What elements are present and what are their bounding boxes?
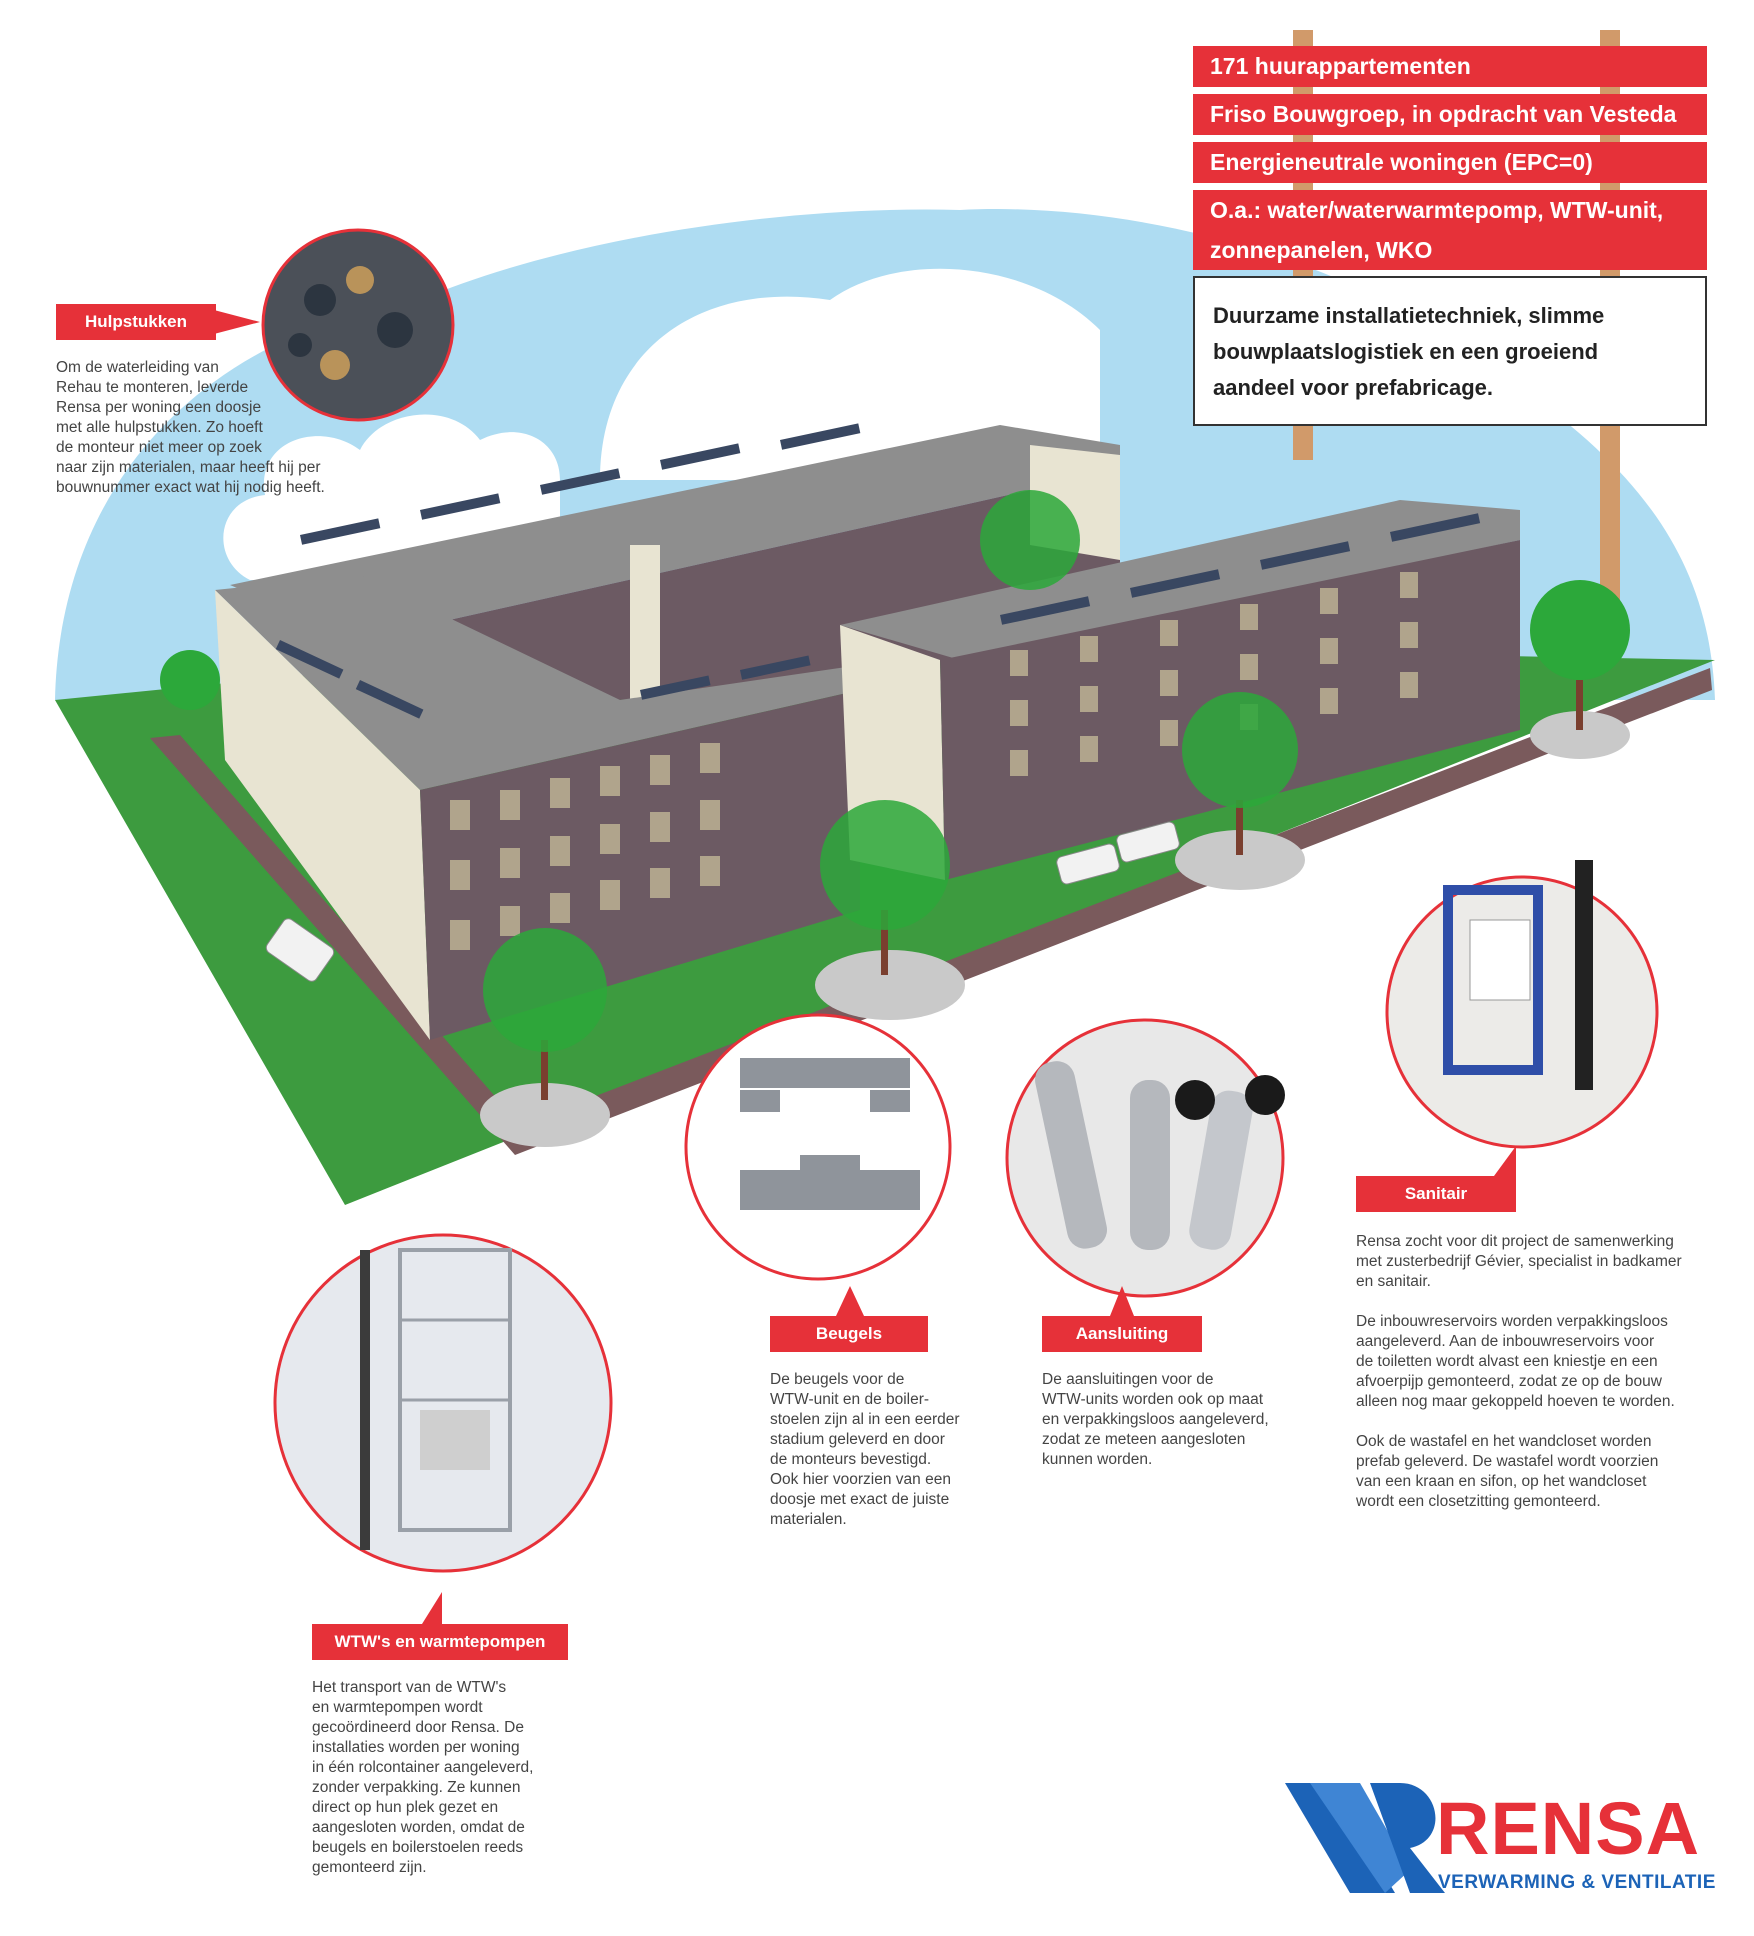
- label-beugels: Beugels: [770, 1286, 928, 1352]
- label-text: Hulpstukken: [84, 312, 188, 331]
- text-line: Rensa zocht voor dit project de samenwer…: [1356, 1233, 1674, 1250]
- text-line: Ook hier voorzien van een: [770, 1471, 951, 1488]
- statement-line: bouwplaatslogistiek en een groeiend: [1213, 339, 1599, 364]
- logo-wordmark: RENSA: [1436, 1787, 1701, 1870]
- facade-left-side: [215, 590, 430, 1040]
- board-line-1: 171 huurappartementen: [1193, 46, 1707, 87]
- photo-hulpstukken: [261, 228, 455, 422]
- text-beugels: De beugels voor de WTW-unit en de boiler…: [770, 1370, 1010, 1530]
- text-line: de monteurs bevestigd.: [770, 1451, 932, 1468]
- text-line: met zusterbedrijf Gévier, specialist in …: [1356, 1253, 1682, 1270]
- text-line: stoelen zijn al in een eerder: [770, 1411, 960, 1428]
- roof-left: [215, 575, 860, 790]
- text-line: de monteur niet meer op zoek: [56, 439, 262, 456]
- text-line: zonder verpakking. Ze kunnen: [312, 1779, 521, 1796]
- text-line: aangesloten worden, omdat de: [312, 1819, 525, 1836]
- text-line: naar zijn materialen, maar heeft hij per: [56, 459, 321, 476]
- text-line: en warmtepompen wordt: [312, 1699, 483, 1716]
- photo-wtw: [273, 1233, 613, 1573]
- text-line: aangeleverd. Aan de inbouwreservoirs voo…: [1356, 1333, 1655, 1350]
- text-line: De aansluitingen voor de: [1042, 1371, 1214, 1388]
- text-line: van een kraan en sifon, op het wandclose…: [1356, 1473, 1647, 1490]
- text-line: stadium geleverd en door: [770, 1431, 945, 1448]
- text-line: De beugels voor de: [770, 1371, 905, 1388]
- text-line: en verpakkingsloos aangeleverd,: [1042, 1411, 1269, 1428]
- photo-sanitair: [1385, 860, 1659, 1149]
- text-line: Rensa per woning een doosje: [56, 399, 262, 416]
- text-line: De inbouwreservoirs worden verpakkingslo…: [1356, 1313, 1668, 1330]
- text-line: wordt een closetzitting gemonteerd.: [1356, 1493, 1601, 1510]
- text-line: met alle hulpstukken. Zo hoeft: [56, 419, 263, 436]
- text-line: kunnen worden.: [1042, 1451, 1153, 1468]
- text-line: de toiletten wordt alvast een kniestje e…: [1356, 1353, 1658, 1370]
- text-line: gecoördineerd door Rensa. De: [312, 1719, 524, 1736]
- text-line: bouwnummer exact wat hij nodig heeft.: [56, 479, 325, 496]
- text-line: zodat ze meteen aangesloten: [1042, 1431, 1246, 1448]
- label-text: WTW's en warmtepompen: [334, 1632, 546, 1651]
- text-line: gemonteerd zijn.: [312, 1859, 427, 1876]
- van-icon: [265, 918, 335, 982]
- photo-aansluiting: [1005, 1018, 1285, 1298]
- roof-back: [230, 425, 1120, 640]
- car-icon: [1056, 821, 1180, 885]
- solar-panel-icon: [275, 423, 1481, 719]
- rensa-logo-icon: [1285, 1783, 1445, 1893]
- text-line: installaties worden per woning: [312, 1739, 520, 1756]
- label-hulpstukken: Hulpstukken: [56, 304, 260, 340]
- text-line: WTW-unit en de boiler-: [770, 1391, 930, 1408]
- text-line: direct op hun plek gezet en: [312, 1799, 499, 1816]
- text-aansluiting: De aansluitingen voor de WTW-units worde…: [1042, 1370, 1302, 1470]
- text-line: Ook de wastafel en het wandcloset worden: [1356, 1433, 1652, 1450]
- text-line: en sanitair.: [1356, 1273, 1431, 1290]
- text-line: materialen.: [770, 1511, 847, 1528]
- statement-box: Duurzame installatietechniek, slimme bou…: [1193, 276, 1707, 426]
- board-line-3: Energieneutrale woningen (EPC=0): [1193, 142, 1707, 183]
- label-sanitair: Sanitair: [1356, 1146, 1516, 1212]
- board-line-5: zonnepanelen, WKO: [1210, 237, 1433, 263]
- text-line: doosje met exact de juiste: [770, 1491, 950, 1508]
- text-line: Rehau te monteren, leverde: [56, 379, 249, 396]
- text-hulpstukken: Om de waterleiding van Rehau te monteren…: [56, 358, 386, 498]
- label-text: Sanitair: [1404, 1184, 1468, 1203]
- text-line: beugels en boilerstoelen reeds: [312, 1839, 524, 1856]
- text-line: WTW-units worden ook op maat: [1042, 1391, 1264, 1408]
- statement-line: aandeel voor prefabricage.: [1213, 375, 1493, 400]
- text-line: afvoerpijp gemonteerd, zodat ze op de bo…: [1356, 1373, 1662, 1390]
- label-aansluiting: Aansluiting: [1042, 1286, 1202, 1352]
- board-line-4: O.a.: water/waterwarmtepomp, WTW-unit,: [1210, 197, 1664, 223]
- text-line: in één rolcontainer aangeleverd,: [312, 1759, 534, 1776]
- text-line: alleen nog maar gekoppeld hoeven te word…: [1356, 1393, 1675, 1410]
- label-wtw: WTW's en warmtepompen: [312, 1592, 568, 1660]
- label-text: Aansluiting: [1075, 1324, 1169, 1343]
- label-text: Beugels: [815, 1324, 883, 1343]
- board-line-4-block: O.a.: water/waterwarmtepomp, WTW-unit, z…: [1193, 190, 1707, 270]
- text-line: Om de waterleiding van: [56, 359, 219, 376]
- cloud-shape: [600, 268, 1100, 480]
- logo-tagline: VERWARMING & VENTILATIE: [1438, 1872, 1716, 1893]
- text-line: Het transport van de WTW's: [312, 1679, 507, 1696]
- photo-beugels: [684, 1013, 952, 1281]
- tree-icon: [160, 490, 1630, 1100]
- text-sanitair: Rensa zocht voor dit project de samenwer…: [1356, 1232, 1716, 1532]
- board-line-2: Friso Bouwgroep, in opdracht van Vesteda: [1193, 94, 1707, 135]
- statement-line: Duurzame installatietechniek, slimme: [1213, 303, 1605, 328]
- text-line: prefab geleverd. De wastafel wordt voorz…: [1356, 1453, 1659, 1470]
- text-wtw: Het transport van de WTW's en warmtepomp…: [312, 1678, 572, 1878]
